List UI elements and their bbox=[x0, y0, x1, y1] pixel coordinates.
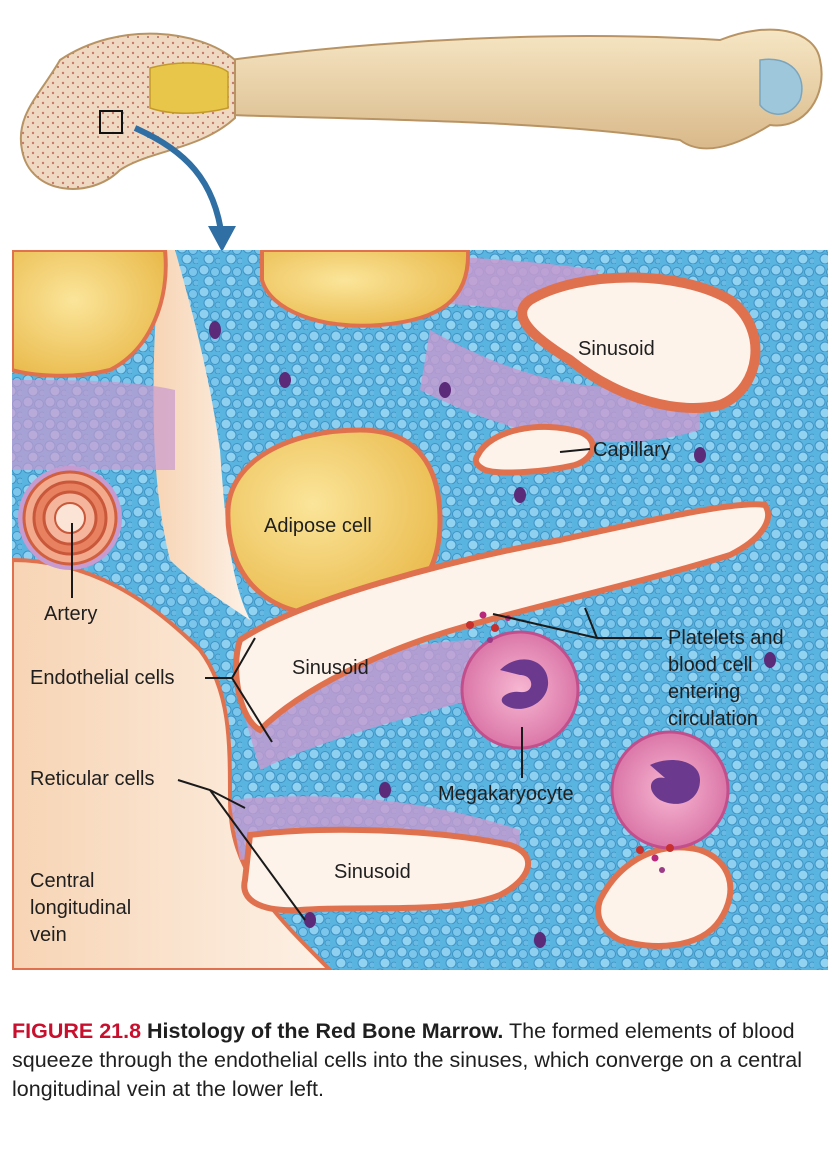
label-capillary: Capillary bbox=[593, 439, 671, 461]
label-central-vein-line-3: vein bbox=[30, 924, 67, 946]
label-platelets-line-2: blood cell bbox=[668, 654, 753, 676]
label-central-vein-line-2: longitudinal bbox=[30, 897, 132, 919]
femur-bone bbox=[19, 28, 823, 252]
label-platelets-line-4: circulation bbox=[668, 708, 759, 730]
label-reticular-cells: Reticular cells bbox=[30, 768, 155, 790]
label-artery: Artery bbox=[44, 603, 98, 625]
figure-title: Histology of the Red Bone Marrow. bbox=[147, 1019, 504, 1043]
reticular-cell-nuclei bbox=[209, 321, 776, 948]
label-adipose-cell: Adipose cell bbox=[264, 515, 372, 537]
label-endothelial-cells: Endothelial cells bbox=[30, 667, 175, 689]
label-sinusoid-top: Sinusoid bbox=[578, 338, 655, 360]
artery-vessel bbox=[18, 466, 122, 570]
label-platelets-line-1: Platelets and bbox=[668, 627, 784, 649]
figure-number: FIGURE 21.8 bbox=[12, 1019, 142, 1043]
figure-caption-text: The formed elements of blood squeeze thr… bbox=[12, 1019, 803, 1101]
platelets-cluster bbox=[466, 611, 674, 873]
label-sinusoid-bottom: Sinusoid bbox=[334, 861, 411, 883]
figure-caption: FIGURE 21.8 Histology of the Red Bone Ma… bbox=[12, 1017, 826, 1104]
marrow-histology-panel bbox=[12, 250, 828, 970]
label-megakaryocyte: Megakaryocyte bbox=[438, 783, 574, 805]
megakaryocyte-cell bbox=[460, 630, 730, 850]
label-leader-lines bbox=[71, 448, 662, 921]
label-platelets-line-3: entering bbox=[668, 681, 741, 703]
label-sinusoid-middle: Sinusoid bbox=[292, 657, 369, 679]
label-central-vein-line-1: Central bbox=[30, 870, 95, 892]
